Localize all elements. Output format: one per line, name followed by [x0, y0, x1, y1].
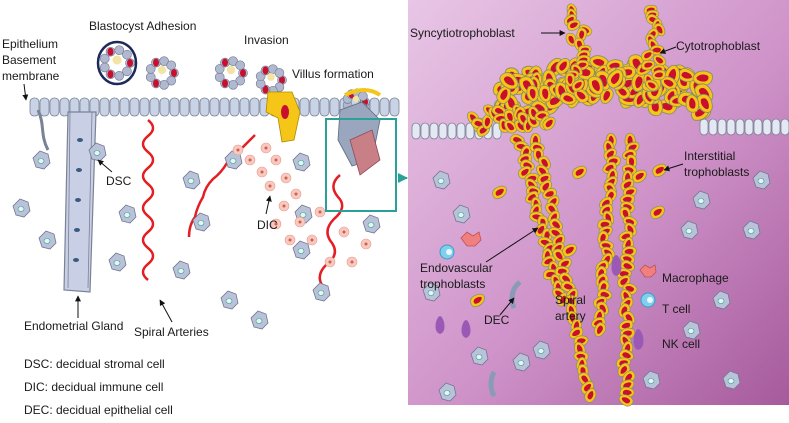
label-invasion: Invasion: [244, 33, 289, 47]
label-blastocyst-adhesion: Blastocyst Adhesion: [89, 19, 196, 33]
label-dec: DEC: [484, 313, 510, 327]
label-endovascular: Endovascular: [420, 261, 493, 275]
legend-dec: DEC: decidual epithelial cell: [24, 403, 173, 417]
label-cytotrophoblast: Cytotrophoblast: [676, 39, 761, 53]
spiral-artery-3: [320, 175, 342, 285]
label-endometrial-gland: Endometrial Gland: [24, 319, 123, 333]
legend-dic: DIC: decidual immune cell: [24, 380, 163, 394]
label-syncytiotrophoblast: Syncytiotrophoblast: [410, 26, 515, 40]
label-dsc: DSC: [106, 174, 132, 188]
label-spiral-artery: artery: [555, 309, 586, 323]
label-interstitial-trophoblasts: trophoblasts: [684, 165, 749, 179]
label-epithelium: Epithelium: [2, 37, 58, 51]
label-interstitial: Interstitial: [684, 149, 735, 163]
label-basement: Basement: [2, 53, 57, 67]
label-endovascular-trophoblasts: trophoblasts: [420, 277, 485, 291]
label-villus-formation: Villus formation: [292, 67, 374, 81]
label-spiral: Spiral: [555, 293, 586, 307]
spiral-artery-1: [143, 120, 153, 280]
label-membrane: membrane: [2, 69, 60, 83]
label-macrophage: Macrophage: [662, 271, 729, 285]
legend-dsc: DSC: decidual stromal cell: [24, 357, 165, 371]
label-nk-cell: NK cell: [662, 337, 700, 351]
label-dic: DIC: [257, 218, 278, 232]
label-t-cell: T cell: [662, 302, 690, 316]
endometrial-gland: [64, 112, 96, 292]
label-spiral-arteries: Spiral Arteries: [134, 325, 209, 339]
